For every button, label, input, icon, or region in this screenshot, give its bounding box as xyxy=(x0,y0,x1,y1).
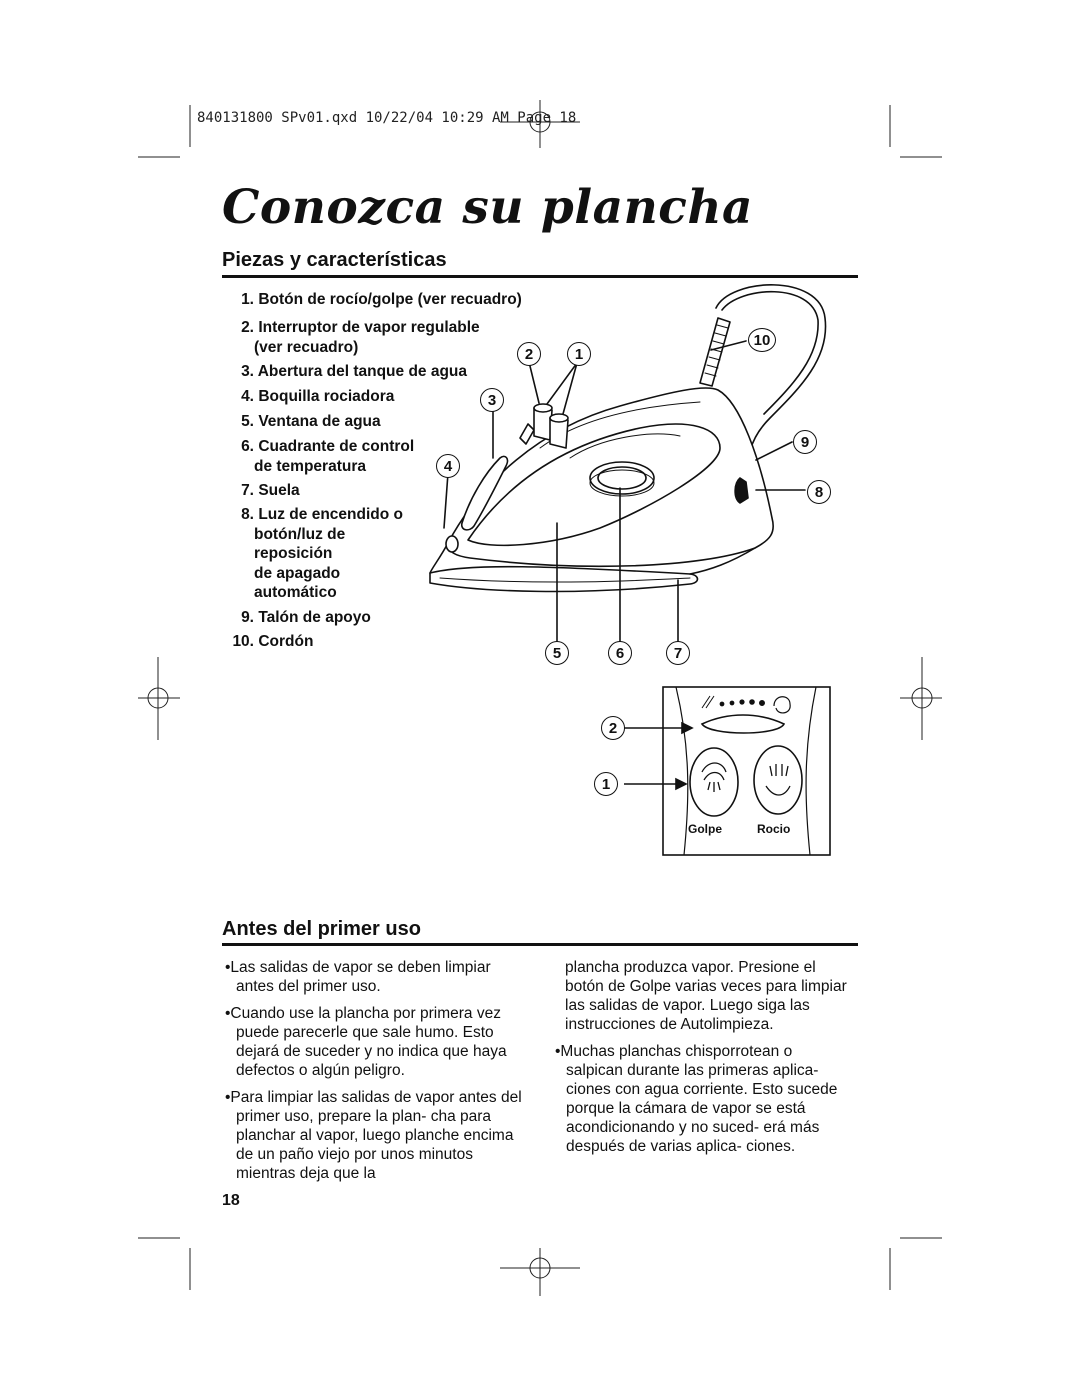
list-item: 2. Interruptor de vapor regulable(ver re… xyxy=(241,319,480,356)
list-item: 7. Suela xyxy=(241,482,300,499)
rocio-label: Rocio xyxy=(757,822,791,836)
page-number: 18 xyxy=(222,1192,240,1209)
inset-callout-1: 1 xyxy=(594,772,618,796)
print-slug: 840131800 SPv01.qxd 10/22/04 10:29 AM Pa… xyxy=(197,110,577,126)
callout-9: 9 xyxy=(793,430,817,454)
callout-5: 5 xyxy=(545,641,569,665)
list-item: 9. Talón de apoyo xyxy=(241,609,371,626)
callout-1: 1 xyxy=(567,342,591,366)
before-use-heading: Antes del primer uso xyxy=(222,918,421,940)
list-item: 4. Boquilla rociadora xyxy=(241,388,395,405)
callout-7: 7 xyxy=(666,641,690,665)
iron-illustration xyxy=(429,284,827,644)
parts-heading: Piezas y características xyxy=(222,249,447,271)
callout-8: 8 xyxy=(807,480,831,504)
left-column: •Las salidas de vapor se deben limpiar a… xyxy=(222,958,522,1191)
heading-rule xyxy=(222,943,858,946)
list-item: 1. Botón de rocío/golpe (ver recuadro) xyxy=(241,291,522,308)
control-inset xyxy=(624,686,831,856)
golpe-label: Golpe xyxy=(688,822,723,836)
callout-4: 4 xyxy=(436,454,460,478)
paragraph: •Cuando use la plancha por primera vez p… xyxy=(225,1005,507,1079)
callout-10: 10 xyxy=(748,328,776,352)
list-item: 5. Ventana de agua xyxy=(241,413,381,430)
right-column: plancha produzca vapor. Presione el botó… xyxy=(552,958,852,1164)
paragraph: plancha produzca vapor. Presione el botó… xyxy=(565,959,847,1033)
paragraph: •Muchas planchas chisporrotean o salpica… xyxy=(555,1043,838,1155)
paragraph: •Las salidas de vapor se deben limpiar a… xyxy=(225,959,491,995)
paragraph: •Para limpiar las salidas de vapor antes… xyxy=(225,1089,522,1182)
heading-rule xyxy=(222,275,858,278)
list-item: 10. Cordón xyxy=(232,633,314,650)
inset-callout-2: 2 xyxy=(601,716,625,740)
list-item: 3. Abertura del tanque de agua xyxy=(241,363,468,380)
page-title: Conozca su plancha xyxy=(222,180,753,235)
callout-3: 3 xyxy=(480,388,504,412)
callout-2: 2 xyxy=(517,342,541,366)
callout-6: 6 xyxy=(608,641,632,665)
